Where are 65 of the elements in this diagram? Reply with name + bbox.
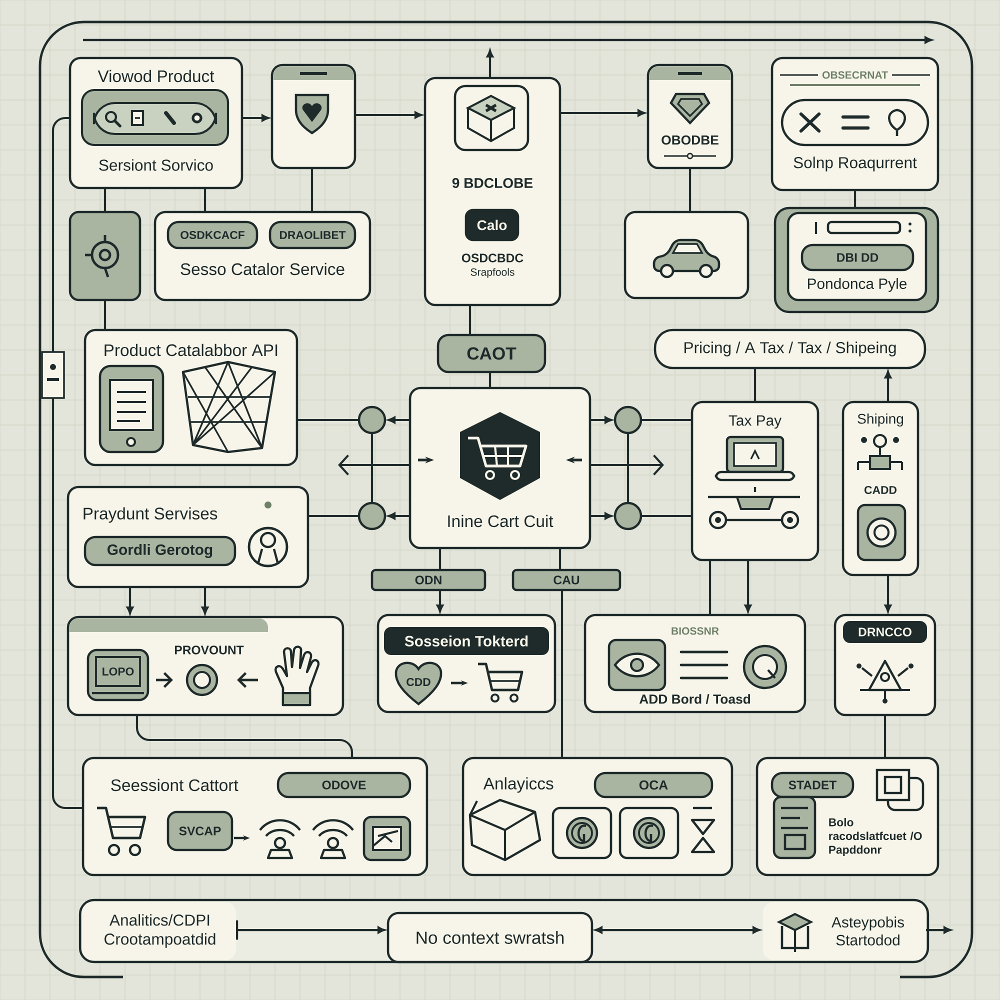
tag-pill: DBI DD (800, 244, 914, 272)
arrow (884, 575, 892, 612)
connector-line (438, 548, 442, 570)
connector-line (641, 418, 692, 422)
text-panel: Asteypobis Startodod (763, 902, 926, 960)
connector-line (688, 168, 692, 212)
connector-line (310, 168, 314, 212)
junction-circle (614, 406, 642, 434)
arrow (590, 416, 612, 424)
tag-pill: Gordli Gerotog (84, 536, 236, 566)
arrow (236, 920, 386, 940)
connector-line (558, 548, 562, 570)
connector-line (884, 715, 886, 758)
arrow (560, 110, 646, 116)
connector-line (370, 433, 374, 503)
connector-line (754, 368, 756, 402)
label-bar: ODN (370, 568, 486, 592)
monitor-tile: LOPO (86, 648, 150, 702)
app-card: OBODBE (646, 64, 734, 170)
connector-line (52, 116, 84, 810)
dark-pill: Calo (464, 208, 520, 242)
connector-line (308, 514, 359, 518)
text-panel: Analitics/CDPI Crootampoatdid (82, 902, 236, 960)
service-card: OBSECRNAT Solnp Roaqurrent (770, 56, 940, 192)
icon-tile (68, 210, 142, 302)
connector-line (641, 514, 692, 518)
tag-pill: STADET (770, 772, 854, 798)
arrow (884, 370, 892, 402)
arrow (202, 587, 209, 614)
arrow (486, 50, 494, 78)
double-arrow (594, 926, 760, 934)
arrow (126, 587, 134, 614)
label-bar: CAU (512, 568, 622, 592)
tag-pill: DRAOLIBET (268, 220, 356, 250)
arrow (355, 112, 422, 118)
connector-line (626, 433, 630, 503)
connector-line (468, 304, 472, 335)
tag-pill: SVCAP (166, 810, 234, 852)
connector-line (136, 715, 354, 758)
arrow (242, 114, 270, 122)
tag-pill: ODOVE (276, 772, 412, 798)
arrow (388, 512, 410, 520)
connector-line (296, 418, 359, 422)
category-pill: Pricing / A Tax / Tax / Shipeing (654, 328, 926, 370)
arrow (590, 512, 612, 520)
heart-tag: CDD (394, 662, 442, 706)
connector-line (708, 560, 712, 616)
service-card: DRNCCO (834, 614, 936, 716)
connector-line (488, 372, 492, 388)
arrow (436, 590, 444, 612)
arrow (590, 454, 664, 476)
arrow (338, 454, 410, 476)
arrow (388, 416, 410, 424)
connector-line (104, 300, 106, 330)
connector-line (204, 188, 206, 212)
arrow (926, 926, 952, 934)
title-pill: CAOT (436, 334, 546, 374)
arrow (744, 560, 752, 612)
connector-line (854, 190, 856, 208)
process-box: No context swratsh (386, 912, 594, 964)
connector-line (560, 590, 564, 758)
junction-circle (614, 502, 642, 530)
tag-pill: OCA (594, 772, 714, 798)
connector-line (104, 188, 106, 212)
tag-pill: OSDKCACF (166, 220, 258, 250)
